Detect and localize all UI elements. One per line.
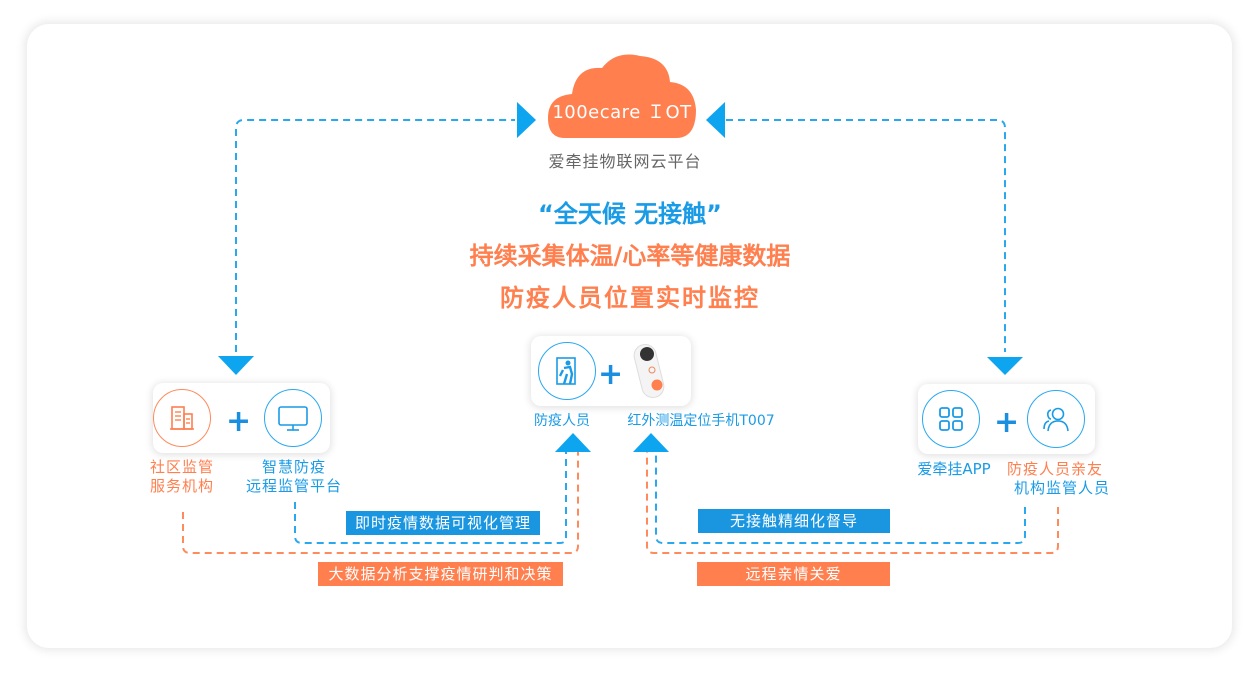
arrow-up-staff (555, 433, 591, 452)
plus-icon: + (598, 357, 624, 392)
connector-left-blue (294, 452, 567, 544)
slogan-headline: “全天候 无接触” (538, 200, 722, 228)
arrow-down-right-group (987, 357, 1023, 375)
connector-right-orange (646, 452, 1059, 554)
relatives-label: 防疫人员亲友 机构监管人员 (1000, 460, 1110, 498)
staff-label: 防疫人员 (534, 413, 590, 429)
platform-label-line2: 远程监管平台 (245, 477, 342, 495)
monitor-icon (264, 389, 322, 447)
relatives-label-line1: 防疫人员亲友 (1006, 460, 1103, 478)
thermometer-device-icon (632, 342, 672, 404)
app-label: 爱牵挂APP (917, 460, 991, 478)
app-grid-icon (922, 390, 980, 448)
connector-cloud-right (726, 119, 1006, 352)
slogan-location: 防疫人员位置实时监控 (500, 284, 760, 312)
cloud-icon (548, 54, 696, 138)
slogan-health-data: 持续采集体温/心率等健康数据 (469, 242, 791, 270)
cloud-label: 100ecare ＩOT (552, 102, 692, 123)
platform-label-line1: 智慧防疫 (261, 458, 326, 476)
banner-visual-management: 即时疫情数据可视化管理 (346, 511, 540, 535)
plus-icon: + (226, 404, 252, 439)
arrow-up-device (633, 433, 669, 452)
device-label: 红外测温定位手机T007 (627, 413, 775, 429)
arrow-left-to-cloud (706, 102, 725, 138)
connector-cloud-left (235, 119, 515, 352)
community-label-line1: 社区监管 (149, 458, 214, 476)
plus-icon: + (994, 405, 1020, 440)
connector-right-blue (655, 452, 1026, 544)
platform-label: 智慧防疫 远程监管平台 (238, 458, 350, 496)
users-icon (1027, 390, 1085, 448)
banner-big-data: 大数据分析支撑疫情研判和决策 (318, 562, 563, 586)
banner-contactless-supervision: 无接触精细化督导 (698, 509, 890, 533)
relatives-label-line2: 机构监管人员 (1013, 479, 1110, 497)
building-icon (153, 389, 211, 447)
arrow-right-to-cloud (517, 102, 536, 138)
arrow-down-left-group (218, 356, 254, 375)
banner-family-care: 远程亲情关爱 (697, 562, 890, 586)
person-door-icon (538, 342, 596, 400)
community-label: 社区监管 服务机构 (140, 458, 224, 496)
connector-left-orange (182, 452, 579, 554)
community-label-line2: 服务机构 (149, 477, 214, 495)
cloud-subtitle: 爱牵挂物联网云平台 (548, 152, 702, 171)
